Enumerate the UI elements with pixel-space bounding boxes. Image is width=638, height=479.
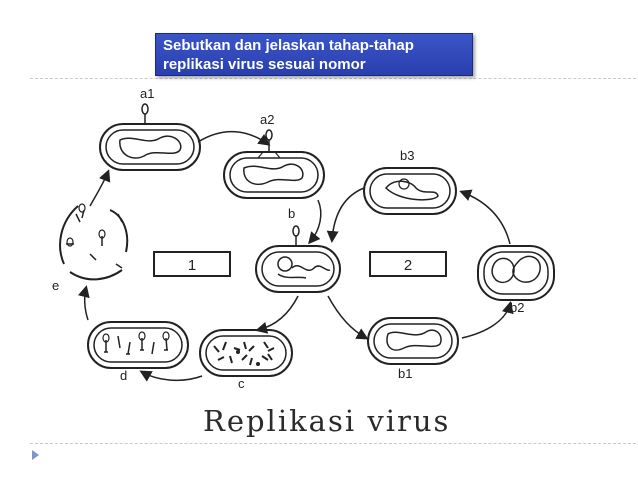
arrow-e-to-a1 [89, 169, 111, 207]
stage-label-b3: b3 [400, 148, 414, 163]
arrow-b-to-b1 [327, 295, 369, 340]
arrow-b3-to-b [326, 187, 365, 243]
arrow-a2-to-b [308, 199, 322, 245]
arrow-d-to-e [77, 285, 90, 321]
label-box-2: 2 [369, 251, 447, 277]
cell-d [87, 321, 189, 369]
stage-label-a2: a2 [260, 112, 274, 127]
bottom-divider [30, 443, 636, 444]
label-box-1-text: 1 [188, 257, 196, 274]
top-divider [30, 78, 636, 79]
label-box-2-text: 2 [404, 257, 412, 274]
arrow-b-to-c [255, 295, 299, 334]
stage-label-a1: a1 [140, 86, 154, 101]
cell-c [199, 329, 293, 377]
arrow-a1-to-a2 [197, 130, 271, 146]
virus-replication-diagram: 1 2 a1 a2 b c d e b1 b2 b3 [52, 86, 555, 391]
stage-label-d: d [120, 368, 127, 383]
stage-label-c: c [238, 376, 245, 391]
slide-title: Replikasi virus [203, 404, 451, 438]
cell-b [255, 225, 341, 293]
arrow-b2-to-b3 [459, 189, 511, 245]
bullet-arrow-icon [32, 450, 39, 460]
cell-a2 [223, 129, 325, 199]
stage-label-b1: b1 [398, 366, 412, 381]
stage-label-b: b [288, 206, 295, 221]
question-line-1: Sebutkan dan jelaskan tahap-tahap [163, 37, 414, 54]
cell-a1 [99, 103, 201, 171]
stage-label-b2: b2 [510, 300, 524, 315]
label-box-1: 1 [153, 251, 231, 277]
cell-b1 [367, 317, 459, 365]
question-box: Sebutkan dan jelaskan tahap-tahap replik… [155, 33, 473, 76]
cell-b3 [363, 167, 457, 215]
question-line-2: replikasi virus sesuai nomor [163, 56, 366, 73]
arrow-c-to-d [139, 370, 203, 382]
cell-e-lysing [59, 203, 129, 281]
arrow-b1-to-b2 [461, 301, 514, 339]
stage-label-e: e [52, 278, 59, 293]
cell-b2 [477, 245, 555, 301]
